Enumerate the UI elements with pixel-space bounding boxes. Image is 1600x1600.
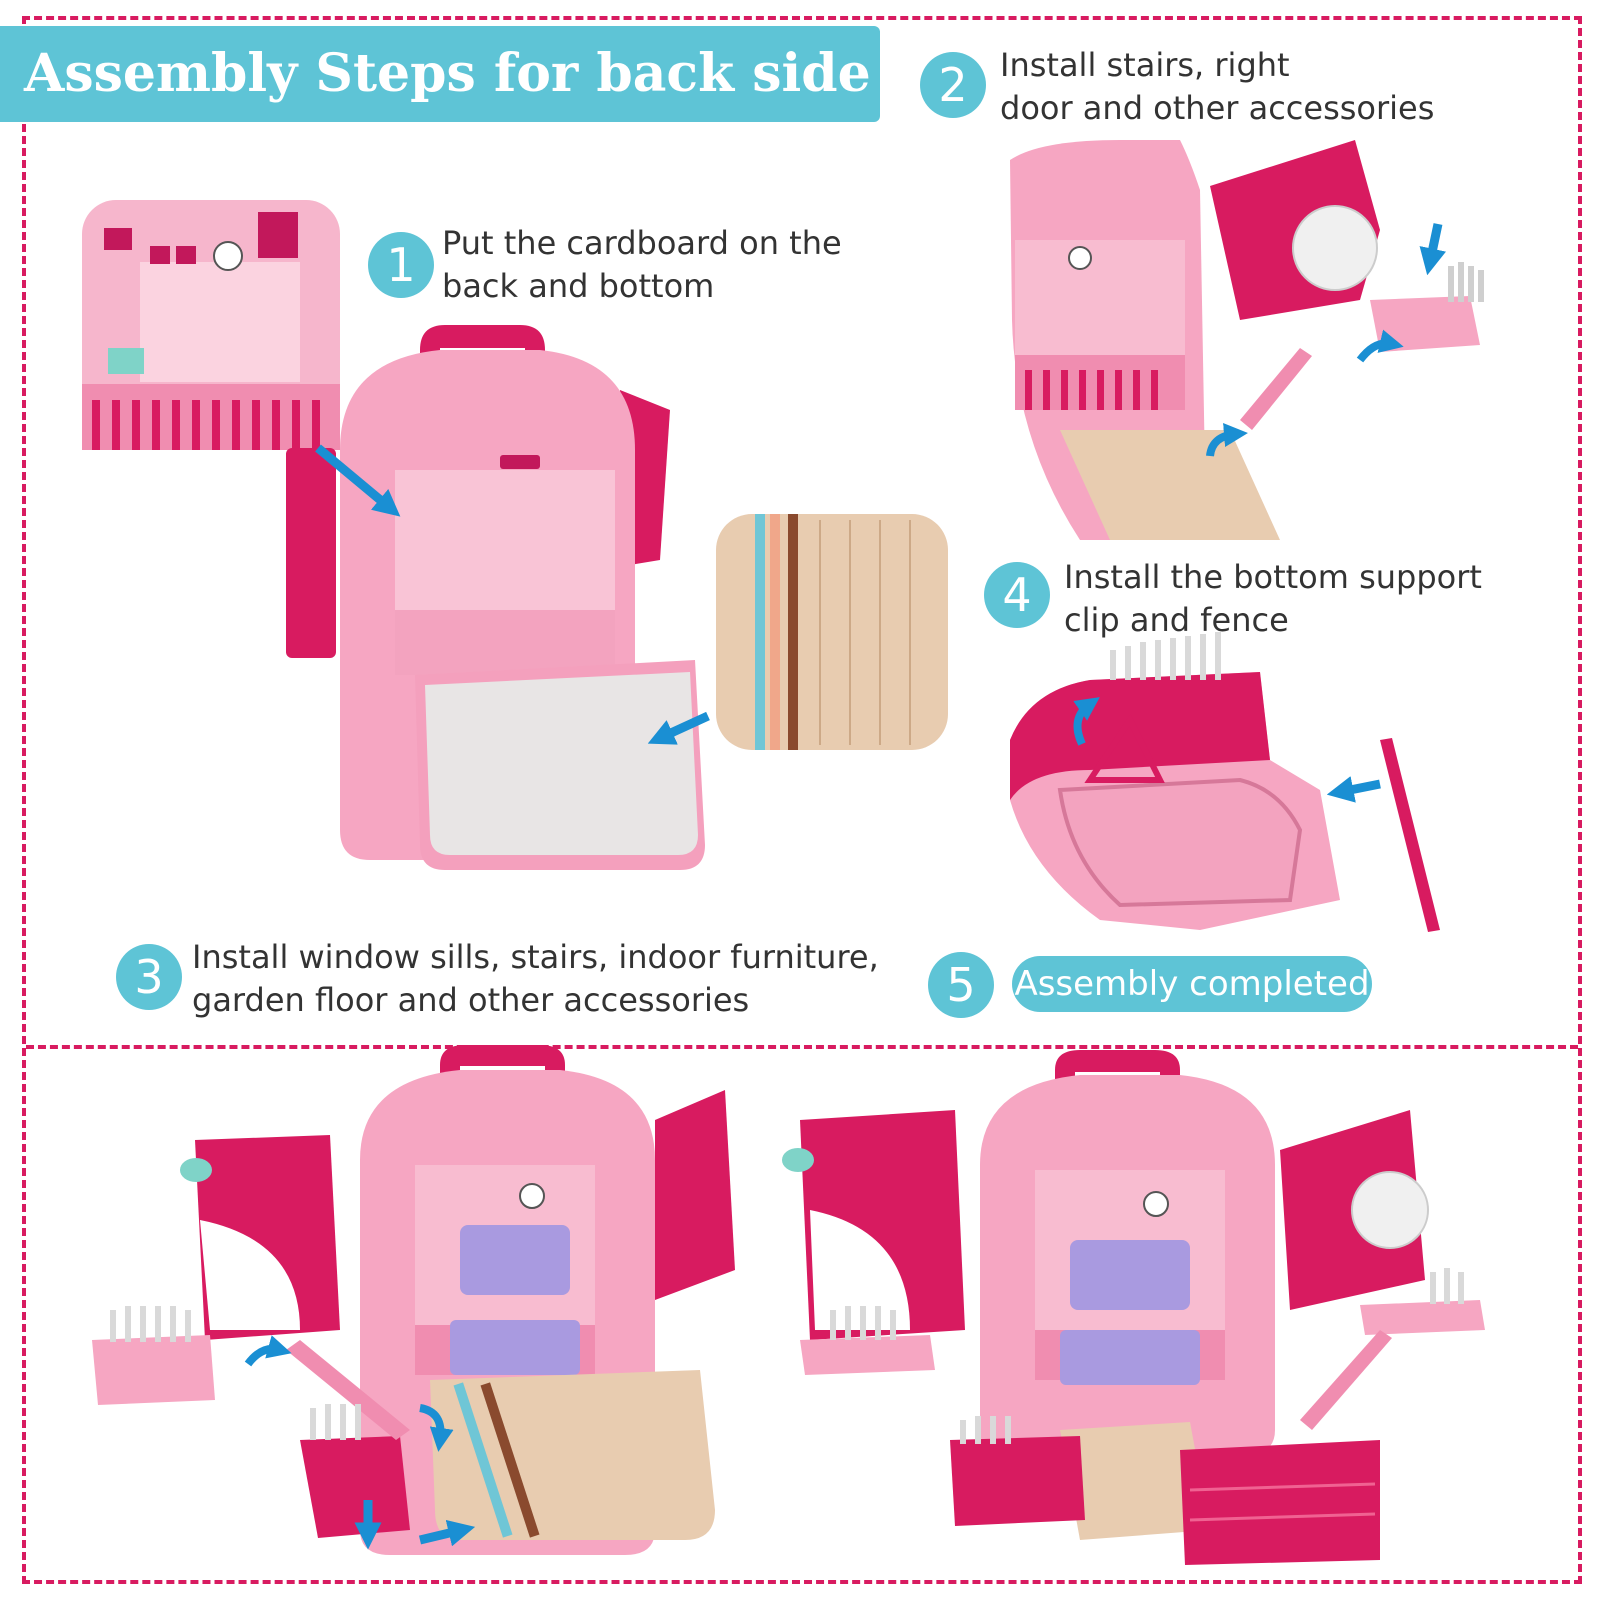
window-bubble-icon [1292,205,1378,291]
backpack-furniture-step3 [92,1045,735,1555]
backpack-completed-step5 [782,1050,1485,1565]
page-title: Assembly Steps for back side [0,26,880,122]
backpack-open-step1 [286,325,705,870]
step-3-number: 3 [116,944,182,1010]
cardboard-floor-panel [716,514,948,750]
clock-icon [519,1183,545,1209]
arrow-icon [1356,329,1404,363]
bottom-support-closeup-step4 [1010,632,1440,932]
door-knob-icon [180,1158,212,1182]
step-1-text-line2: back and bottom [442,267,715,305]
arrow-icon [418,1519,476,1547]
step-5-number: 5 [928,952,994,1018]
clock-icon [1143,1191,1169,1217]
clock-icon [213,241,243,271]
step-2-number: 2 [920,52,986,118]
dashed-border [22,16,1582,1584]
arrow-icon [1206,423,1248,457]
door-knob-icon [782,1148,814,1172]
arrow-icon [315,444,401,517]
step-4-text-line2: clip and fence [1064,601,1289,639]
arrow-icon [1326,776,1381,803]
step-3-text-line2: garden floor and other accessories [192,981,750,1019]
grooming-station-icon [1070,1240,1190,1310]
first-aid-kit-icon [108,348,144,374]
clock-icon [1068,246,1092,270]
arrow-icon [1419,223,1446,276]
arrow-icon [244,1335,292,1367]
arrow-icon [419,1404,454,1452]
step-1-number: 1 [368,232,434,298]
section-divider [26,1045,1578,1049]
assembly-completed-badge: Assembly completed [1012,956,1372,1012]
step-2-text-line1: Install stairs, right [1000,46,1290,84]
window-bubble-icon [1351,1171,1429,1249]
step-3-text-line1: Install window sills, stairs, indoor fur… [192,938,879,976]
step-4-text-line1: Install the bottom support [1064,558,1482,596]
backpack-closeup-step2 [1010,140,1484,540]
step-4-number: 4 [984,562,1050,628]
step-1-text-line1: Put the cardboard on the [442,224,842,262]
step-2-text-line2: door and other accessories [1000,89,1435,127]
arrow-icon [647,711,710,745]
grooming-station-icon [460,1225,570,1295]
cardboard-back-panel [82,200,340,450]
arrow-icon [1073,697,1100,746]
